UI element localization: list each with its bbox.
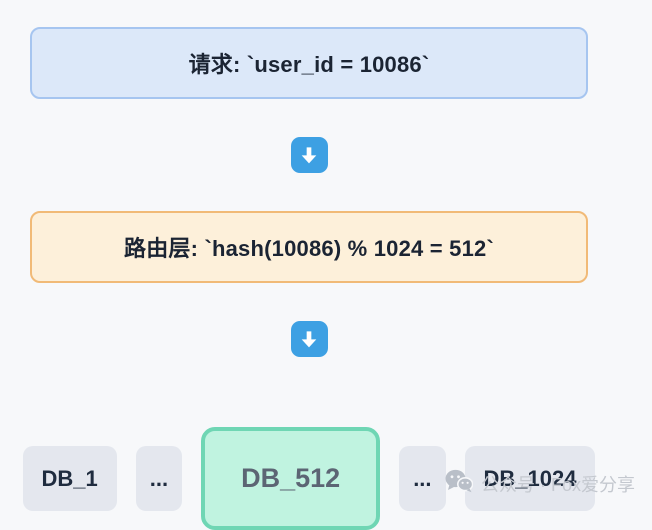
db-node-label: DB_512 [241,463,341,493]
db-ellipsis: ... [135,446,183,511]
request-box: 请求: `user_id = 10086` [30,27,588,99]
wechat-icon [445,469,474,498]
down-arrow-icon [290,137,328,173]
database-row: DB_1 ... DB_512 ... DB_1024 [22,427,596,530]
db-node-label: DB_1024 [483,465,577,491]
db-node-label: DB_1 [41,465,98,491]
down-arrow-icon [290,321,328,357]
request-label: 请求: `user_id = 10086` [188,52,430,77]
router-box: 路由层: `hash(10086) % 1024 = 512` [30,211,588,283]
db-ellipsis: ... [399,446,446,511]
db-node-1: DB_1 [22,446,117,511]
watermark-text: 公众号 · Fox爱分享 [480,474,635,495]
db-ellipsis-label: ... [149,465,169,491]
router-label: 路由层: `hash(10086) % 1024 = 512` [124,236,494,261]
watermark: 公众号 · Fox爱分享 [445,469,635,498]
db-node-1024: DB_1024 [464,446,596,511]
diagram-column: 请求: `user_id = 10086` 路由层: `hash(10086) … [22,27,596,530]
db-node-512-highlighted: DB_512 [201,427,381,530]
db-ellipsis-label: ... [413,465,432,491]
